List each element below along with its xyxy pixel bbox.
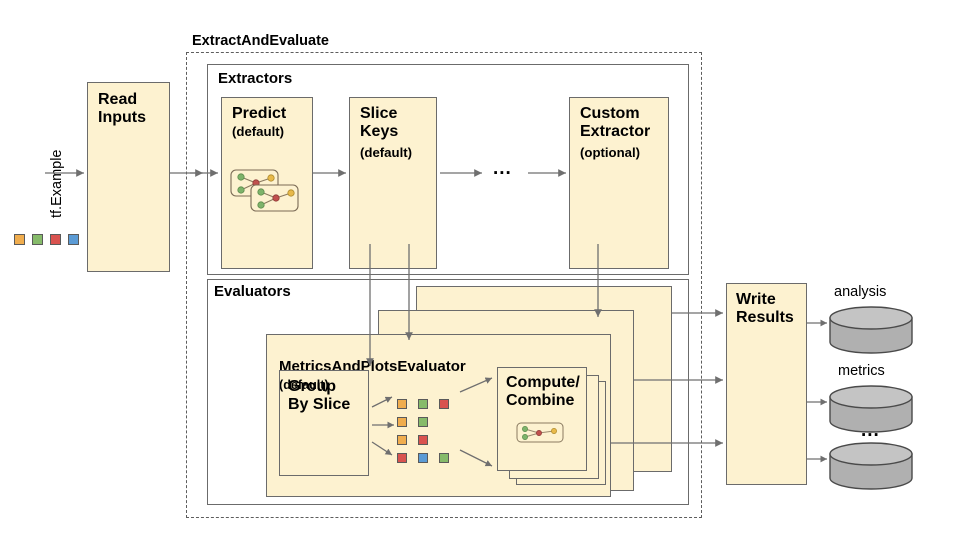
evaluator-metrics-sub: (default) bbox=[279, 377, 329, 392]
slice-chip bbox=[397, 399, 407, 409]
write-results-box[interactable]: Write Results bbox=[726, 283, 807, 485]
output-label-analysis: analysis bbox=[834, 284, 887, 300]
extractor-box-custom[interactable]: Custom Extractor (optional) bbox=[569, 97, 669, 269]
evaluators-group bbox=[207, 279, 689, 505]
slice-chip bbox=[418, 399, 428, 409]
read-inputs-box[interactable]: Read Inputs bbox=[87, 82, 170, 272]
extractor-box-predict[interactable]: Predict (default) bbox=[221, 97, 313, 269]
compute-combine-title: Compute/ Combine bbox=[506, 374, 580, 409]
extractors-group-label: Extractors bbox=[218, 70, 293, 87]
slice-chip bbox=[397, 453, 407, 463]
slice-chip bbox=[439, 453, 449, 463]
arrow-groupbyslice-1 bbox=[371, 396, 393, 408]
slice-chip bbox=[439, 399, 449, 409]
arrow-chips-to-compute-2 bbox=[459, 449, 493, 467]
extract-and-evaluate-container bbox=[186, 52, 702, 518]
output-label-ellipsis: ... bbox=[861, 420, 880, 441]
arrow-groupbyslice-3 bbox=[371, 441, 393, 456]
slice-chip bbox=[397, 435, 407, 445]
read-inputs-title: Read Inputs bbox=[98, 91, 146, 126]
output-label-metrics: metrics bbox=[838, 363, 885, 379]
compute-combine-box[interactable]: Compute/ Combine bbox=[497, 367, 587, 471]
extractor-custom-sub: (optional) bbox=[580, 145, 641, 160]
database-cylinder-analysis bbox=[828, 305, 914, 360]
input-chip-blue bbox=[68, 234, 79, 245]
extractors-group bbox=[207, 64, 689, 275]
database-cylinder-metrics bbox=[828, 384, 914, 439]
slice-chip bbox=[418, 417, 428, 427]
extractor-predict-sub: (default) bbox=[232, 124, 285, 139]
extractors-ellipsis: ... bbox=[493, 158, 512, 179]
input-chip-green bbox=[32, 234, 43, 245]
input-chip-orange bbox=[14, 234, 25, 245]
database-cylinder-other bbox=[828, 441, 914, 496]
input-chip-red bbox=[50, 234, 61, 245]
group-by-slice-box[interactable]: Group By Slice bbox=[279, 370, 369, 476]
extractor-box-slice-keys[interactable]: Slice Keys (default) bbox=[349, 97, 437, 269]
slice-chip bbox=[418, 435, 428, 445]
extractor-slice-keys-title: Slice Keys bbox=[360, 105, 399, 140]
evaluators-group-label: Evaluators bbox=[214, 283, 291, 300]
slice-chip bbox=[397, 417, 407, 427]
evaluator-box-metrics-and-plots[interactable]: MetricsAndPlotsEvaluator (default) Group… bbox=[266, 334, 611, 497]
slice-chip bbox=[418, 453, 428, 463]
group-by-slice-title: Group By Slice bbox=[288, 378, 351, 413]
extract-and-evaluate-title: ExtractAndEvaluate bbox=[192, 33, 329, 49]
write-results-title: Write Results bbox=[736, 291, 794, 326]
arrow-chips-to-compute-1 bbox=[459, 377, 493, 393]
extractor-custom-title: Custom Extractor bbox=[580, 105, 651, 140]
extractor-slice-keys-sub: (default) bbox=[360, 145, 413, 160]
extractor-predict-title: Predict bbox=[232, 105, 287, 122]
